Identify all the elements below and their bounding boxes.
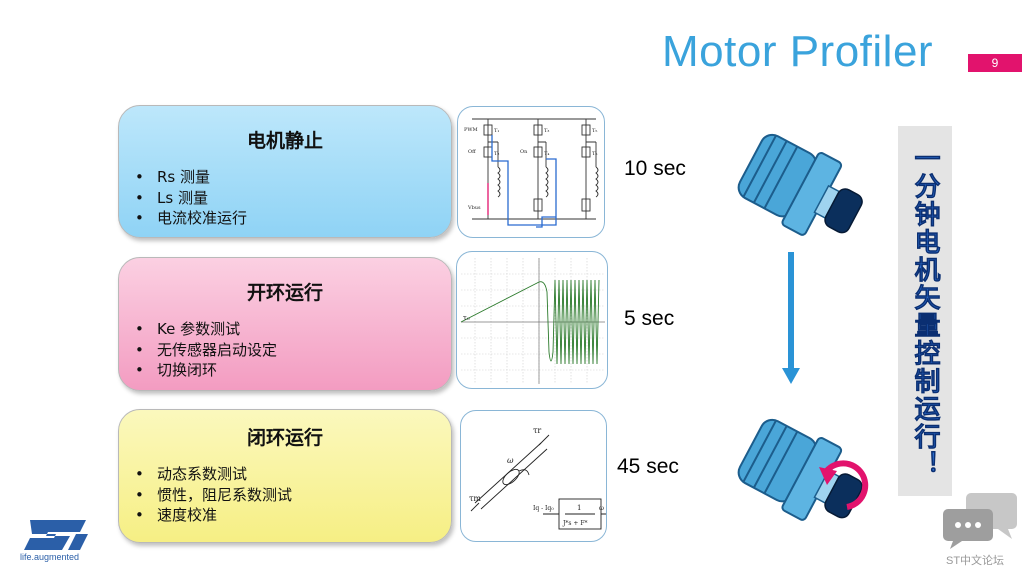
diagram-label: J*s + F* [562, 520, 588, 527]
st-logo-icon [24, 520, 88, 550]
plot-label: τ₀ [463, 314, 470, 322]
circuit-label: T₁ [494, 128, 499, 134]
duration-label: 10 sec [624, 157, 686, 180]
diagram-label: τm [469, 494, 481, 503]
diagram-label: ω [507, 456, 514, 465]
list-item: Ke 参数测试 [135, 319, 451, 340]
slide-title: Motor Profiler [662, 27, 934, 76]
step-heading: 闭环运行 [246, 427, 323, 449]
diagram-label: 1 [577, 504, 581, 512]
step-bullet-list: Ke 参数测试 无传感器启动设定 切换闭环 [135, 319, 451, 381]
duration-label: 45 sec [617, 455, 679, 478]
circuit-label: PWM [464, 127, 478, 133]
forum-chat-icon [943, 493, 1017, 549]
diagram-label: Iq - Iq₀ [533, 505, 554, 512]
list-item: Rs 测量 [135, 167, 451, 188]
step-card-closed-loop: 闭环运行 动态系数测试 惯性，阻尼系数测试 速度校准 [118, 409, 452, 543]
list-item: 电流校准运行 [135, 208, 451, 229]
motor-stationary-icon [737, 133, 863, 236]
circuit-label: T₆ [592, 151, 597, 157]
list-item: 切换闭环 [135, 360, 451, 381]
forum-label: ST中文论坛 [946, 555, 1005, 567]
circuit-label: Off [468, 149, 476, 155]
step-card-stationary: 电机静止 Rs 测量 Ls 测量 电流校准运行 [118, 105, 452, 238]
circuit-label: Vbus [467, 205, 481, 211]
vertical-caption: 一分钟电机矢量控制运行！ [910, 145, 941, 479]
diagram-label: ω [599, 505, 604, 512]
step-heading: 电机静止 [246, 130, 323, 152]
down-arrow-icon [782, 252, 800, 384]
step-card-open-loop: 开环运行 Ke 参数测试 无传感器启动设定 切换闭环 [118, 257, 452, 391]
duration-label: 5 sec [624, 307, 675, 330]
list-item: 速度校准 [135, 505, 451, 526]
motor-running-icon [737, 418, 869, 521]
circuit-label: T₅ [592, 128, 597, 134]
logo-tagline: life.augmented [20, 552, 80, 562]
open-loop-waveform-plot: τ₀ [456, 251, 608, 389]
list-item: 动态系数测试 [135, 464, 451, 485]
page-number-badge: 9 [968, 54, 1022, 72]
list-item: Ls 测量 [135, 188, 451, 209]
circuit-label: T₂ [494, 151, 499, 157]
circuit-label: T₃ [544, 128, 549, 134]
step-heading: 开环运行 [246, 282, 323, 304]
circuit-label: T₄ [544, 151, 549, 157]
diagram-label: τr [533, 426, 541, 435]
list-item: 无传感器启动设定 [135, 340, 451, 361]
step-bullet-list: 动态系数测试 惯性，阻尼系数测试 速度校准 [135, 464, 451, 526]
circuit-label: On [520, 149, 528, 155]
mechanical-model-diagram: τr ω τm Iq - Iq₀ 1 J*s + F* ω [460, 410, 607, 542]
vertical-text-panel: 一分钟电机矢量控制运行！ [898, 126, 952, 496]
step-bullet-list: Rs 测量 Ls 测量 电流校准运行 [135, 167, 451, 229]
list-item: 惯性，阻尼系数测试 [135, 485, 451, 506]
inverter-circuit-diagram: PWM T₁ T₃ T₅ Off On T₂ T₄ T₆ Vbus [457, 106, 605, 238]
